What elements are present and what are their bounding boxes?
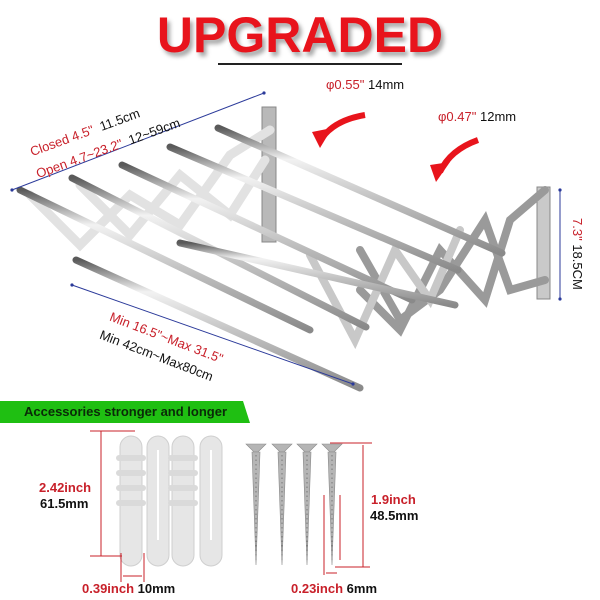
anchor-width-label: 0.39inch 10mm	[82, 581, 176, 596]
tube-large-diameter-label: φ0.55" 14mm	[326, 77, 405, 92]
screw-length-mm: 48.5mm	[370, 508, 419, 523]
accessories-banner: Accessories stronger and longer	[0, 401, 250, 423]
anchor-length-inch: 2.42inch	[39, 480, 92, 495]
scissor-arms-front	[356, 186, 549, 337]
anchor-dimension-lines	[90, 430, 145, 582]
screw-dimension-lines	[323, 442, 372, 575]
title-upgraded: UPGRADED	[156, 7, 444, 63]
wall-anchors	[116, 435, 223, 567]
screw-width-label: 0.23inch 6mm	[291, 581, 378, 596]
tube-small-diameter-label: φ0.47" 12mm	[438, 109, 517, 124]
accessories-banner-text: Accessories stronger and longer	[24, 404, 228, 419]
screws	[245, 443, 343, 566]
length-dimension-line	[70, 283, 355, 386]
title-underline	[218, 63, 402, 65]
anchor-length-mm: 61.5mm	[40, 496, 89, 511]
screw-length-inch: 1.9inch	[371, 492, 416, 507]
depth-dimension-line	[10, 91, 266, 192]
drying-rack-illustration	[10, 91, 562, 392]
